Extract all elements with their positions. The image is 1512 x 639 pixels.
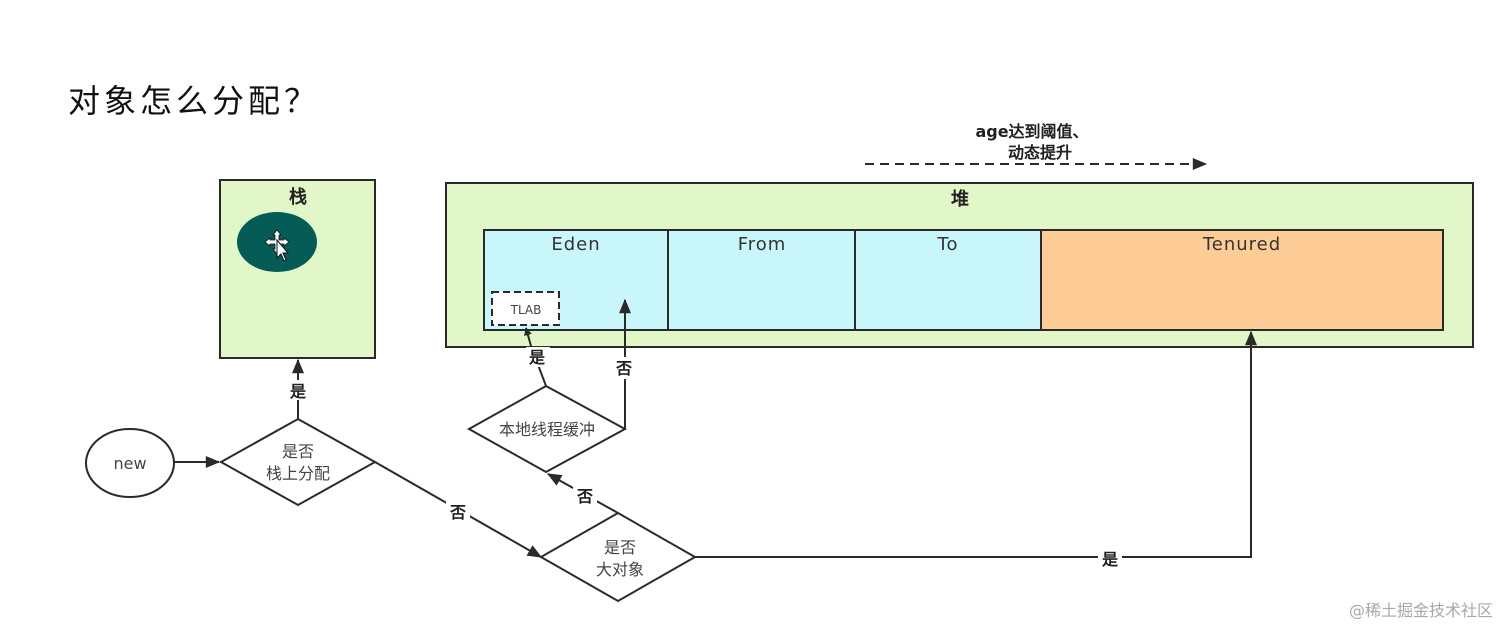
edge-label-bg <box>446 500 470 522</box>
tlab-decision: 本地线程缓冲 <box>466 384 628 474</box>
eden-label: Eden <box>551 234 600 255</box>
move-cursor-icon <box>264 229 290 262</box>
stack-box: 栈 <box>219 179 376 359</box>
tenured-label: Tenured <box>1202 234 1281 255</box>
edge-large-no-label: 否 <box>576 487 593 506</box>
promotion-annotation: age达到阈值、 动态提升 <box>865 122 1208 170</box>
edge-label-bg <box>526 347 550 367</box>
to-label: To <box>937 234 959 255</box>
edge-large-yes <box>695 330 1257 558</box>
tenured-region <box>1040 229 1444 331</box>
heap-box: 堆 Eden From To Tenured TLAB <box>445 182 1474 348</box>
stack-label: 栈 <box>289 186 307 208</box>
large-object-label-line2: 大对象 <box>596 560 644 579</box>
edge-tlab-yes-label: 是 <box>528 348 545 367</box>
page-title: 对象怎么分配？ <box>68 82 320 120</box>
edge-stack-yes-label: 是 <box>289 382 306 401</box>
tlab-decision-label: 本地线程缓冲 <box>499 420 595 439</box>
tlab-label: TLAB <box>510 303 542 317</box>
new-node-label: new <box>113 454 146 473</box>
edge-label-bg <box>1098 548 1122 570</box>
edge-label-bg <box>613 357 637 379</box>
stack-alloc-label-line2: 栈上分配 <box>266 464 330 483</box>
edge-label-bg <box>287 380 309 400</box>
watermark: @稀土掘金技术社区 <box>1349 601 1493 620</box>
to-region <box>854 229 1042 331</box>
edge-label-bg <box>573 485 597 507</box>
promotion-label-line1: age达到阈值、 <box>975 122 1088 141</box>
edge-tlab-no-label: 否 <box>615 359 632 378</box>
promotion-label-line2: 动态提升 <box>1008 143 1072 162</box>
tlab-box <box>491 291 560 326</box>
from-region <box>667 229 856 331</box>
new-node: new <box>85 428 175 498</box>
edge-stack-no-label: 否 <box>449 503 466 522</box>
large-object-decision: 是否 大对象 <box>538 511 698 603</box>
edge-tlab-yes <box>524 327 547 387</box>
edge-large-yes-label: 是 <box>1101 550 1118 569</box>
stack-rect <box>219 179 376 359</box>
large-object-label-line1: 是否 <box>604 538 636 557</box>
stack-alloc-decision: 是否 栈上分配 <box>218 417 378 507</box>
heap-label: 堆 <box>951 188 969 210</box>
stack-alloc-label-line1: 是否 <box>282 442 314 461</box>
from-label: From <box>738 234 787 255</box>
